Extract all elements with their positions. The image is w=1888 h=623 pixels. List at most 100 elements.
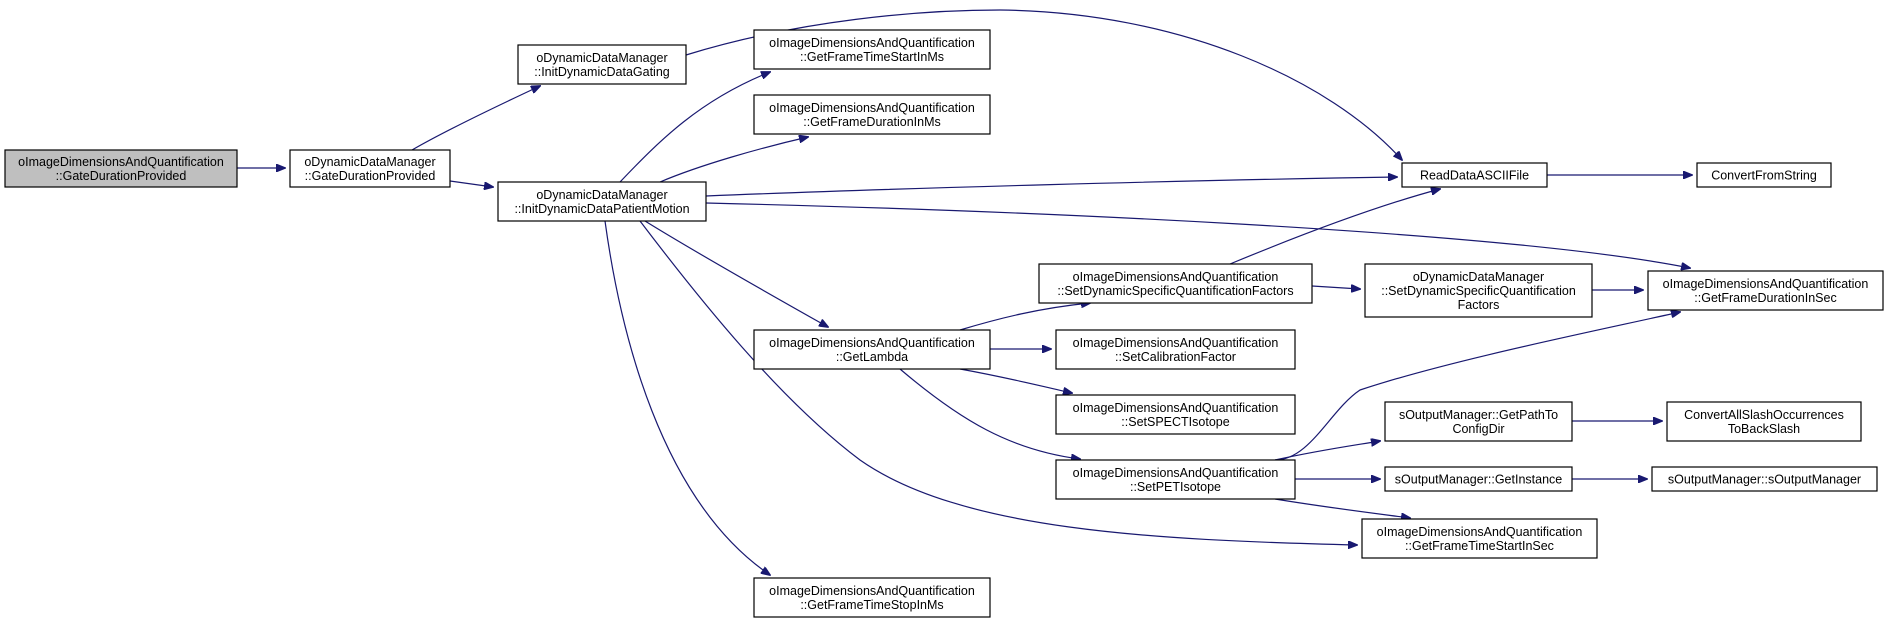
edge-n8-to-n6 <box>1229 189 1440 265</box>
node-box <box>289 149 451 188</box>
graph-node-n5[interactable]: oImageDimensionsAndQuantification::GetFr… <box>753 94 991 135</box>
node-label: ::SetSPECTIsotope <box>1121 415 1229 429</box>
graph-node-n12[interactable]: oImageDimensionsAndQuantification::SetCa… <box>1055 329 1296 370</box>
graph-node-n6[interactable]: ReadDataASCIIFile <box>1401 162 1548 188</box>
node-label: sOutputManager::GetInstance <box>1395 473 1563 487</box>
node-label: oDynamicDataManager <box>536 51 667 65</box>
graph-node-n20[interactable]: oImageDimensionsAndQuantification::GetFr… <box>753 577 991 618</box>
graph-node-n11[interactable]: oImageDimensionsAndQuantification::GetLa… <box>753 329 991 370</box>
node-label: ::InitDynamicDataGating <box>534 65 670 79</box>
node-box <box>1401 162 1548 188</box>
node-box <box>753 29 991 70</box>
node-label: ::GateDurationProvided <box>305 169 436 183</box>
node-box <box>1666 401 1862 442</box>
graph-node-n16[interactable]: oImageDimensionsAndQuantification::SetPE… <box>1055 459 1296 500</box>
node-box <box>4 149 238 188</box>
node-label: ::SetCalibrationFactor <box>1115 350 1236 364</box>
node-box <box>1696 162 1832 188</box>
node-box <box>1361 518 1598 559</box>
graph-node-n10[interactable]: oImageDimensionsAndQuantification::GetFr… <box>1647 270 1884 311</box>
edge-n3-to-n4 <box>619 72 770 183</box>
node-label: ToBackSlash <box>1728 422 1800 436</box>
node-box <box>1055 459 1296 500</box>
node-label: oImageDimensionsAndQuantification <box>1073 336 1279 350</box>
edge-n2-to-n6 <box>685 9 1402 160</box>
graph-node-n13[interactable]: oImageDimensionsAndQuantification::SetSP… <box>1055 394 1296 435</box>
node-box <box>1055 329 1296 370</box>
graph-node-n18[interactable]: sOutputManager::sOutputManager <box>1651 466 1878 492</box>
edge-n3-to-n10 <box>705 202 1690 268</box>
edge-n1-to-n3 <box>449 180 493 187</box>
edge-n3-to-n20 <box>604 220 770 575</box>
node-label: oImageDimensionsAndQuantification <box>769 36 975 50</box>
node-label: oImageDimensionsAndQuantification <box>1377 525 1583 539</box>
node-label: oDynamicDataManager <box>536 188 667 202</box>
edge-n1-to-n2 <box>411 86 540 151</box>
edge-n3-to-n11 <box>644 220 828 327</box>
node-box <box>1384 466 1573 492</box>
graph-node-n17[interactable]: sOutputManager::GetInstance <box>1384 466 1573 492</box>
edge-n16-to-n19 <box>1274 498 1410 518</box>
edge-n11-to-n13 <box>959 368 1072 393</box>
edges-layer <box>237 9 1692 575</box>
node-label: ::SetPETIsotope <box>1130 480 1221 494</box>
node-label: oImageDimensionsAndQuantification <box>1073 401 1279 415</box>
node-box <box>753 577 991 618</box>
node-label: oImageDimensionsAndQuantification <box>1663 277 1869 291</box>
node-box <box>1055 394 1296 435</box>
node-box <box>753 94 991 135</box>
node-label: ConvertFromString <box>1711 169 1817 183</box>
node-label: ::SetDynamicSpecificQuantification <box>1381 284 1576 298</box>
graph-node-n3[interactable]: oDynamicDataManager::InitDynamicDataPati… <box>497 181 707 222</box>
node-box <box>1364 263 1593 318</box>
node-label: ::GetFrameDurationInMs <box>803 115 941 129</box>
graph-node-n19[interactable]: oImageDimensionsAndQuantification::GetFr… <box>1361 518 1598 559</box>
node-box <box>1384 401 1573 442</box>
node-label: ::SetDynamicSpecificQuantificationFactor… <box>1057 284 1293 298</box>
graph-node-n9[interactable]: oDynamicDataManager::SetDynamicSpecificQ… <box>1364 263 1593 318</box>
node-label: ::GateDurationProvided <box>56 169 187 183</box>
node-label: ::InitDynamicDataPatientMotion <box>514 202 689 216</box>
node-label: ReadDataASCIIFile <box>1420 169 1529 183</box>
node-label: ::GetFrameTimeStartInMs <box>800 50 944 64</box>
node-box <box>753 329 991 370</box>
node-box <box>1647 270 1884 311</box>
node-label: Factors <box>1458 298 1500 312</box>
graph-node-n7[interactable]: ConvertFromString <box>1696 162 1832 188</box>
node-label: ::GetFrameTimeStartInSec <box>1405 539 1554 553</box>
node-box <box>497 181 707 222</box>
edge-n8-to-n9 <box>1311 286 1360 289</box>
node-box <box>1038 263 1313 304</box>
edge-n11-to-n16 <box>899 368 1080 459</box>
node-label: oDynamicDataManager <box>1413 270 1544 284</box>
node-label: ::GetLambda <box>836 350 908 364</box>
graph-node-n0: oImageDimensionsAndQuantification::GateD… <box>4 149 238 188</box>
graph-node-n4[interactable]: oImageDimensionsAndQuantification::GetFr… <box>753 29 991 70</box>
node-label: oImageDimensionsAndQuantification <box>1073 466 1279 480</box>
node-label: oImageDimensionsAndQuantification <box>769 336 975 350</box>
graph-node-n1[interactable]: oDynamicDataManager::GateDurationProvide… <box>289 149 451 188</box>
node-label: oImageDimensionsAndQuantification <box>769 101 975 115</box>
node-label: ConfigDir <box>1452 422 1504 436</box>
node-label: ConvertAllSlashOccurrences <box>1684 408 1844 422</box>
graph-node-n2[interactable]: oDynamicDataManager::InitDynamicDataGati… <box>517 44 687 85</box>
node-label: oImageDimensionsAndQuantification <box>1073 270 1279 284</box>
node-label: ::GetFrameDurationInSec <box>1694 291 1836 305</box>
edge-n16-to-n14 <box>1274 441 1380 461</box>
node-label: oDynamicDataManager <box>304 155 435 169</box>
edge-n3-to-n5 <box>659 137 808 183</box>
edge-n3-to-n19 <box>639 220 1357 545</box>
node-label: oImageDimensionsAndQuantification <box>769 584 975 598</box>
edge-n11-to-n8 <box>959 303 1090 331</box>
node-label: sOutputManager::sOutputManager <box>1668 473 1861 487</box>
edge-n16-to-n10 <box>1274 312 1680 461</box>
edge-n3-to-n6 <box>705 177 1397 197</box>
node-label: sOutputManager::GetPathTo <box>1399 408 1558 422</box>
graph-node-n8[interactable]: oImageDimensionsAndQuantification::SetDy… <box>1038 263 1313 304</box>
node-label: oImageDimensionsAndQuantification <box>18 155 224 169</box>
node-label: ::GetFrameTimeStopInMs <box>800 598 943 612</box>
node-box <box>1651 466 1878 492</box>
